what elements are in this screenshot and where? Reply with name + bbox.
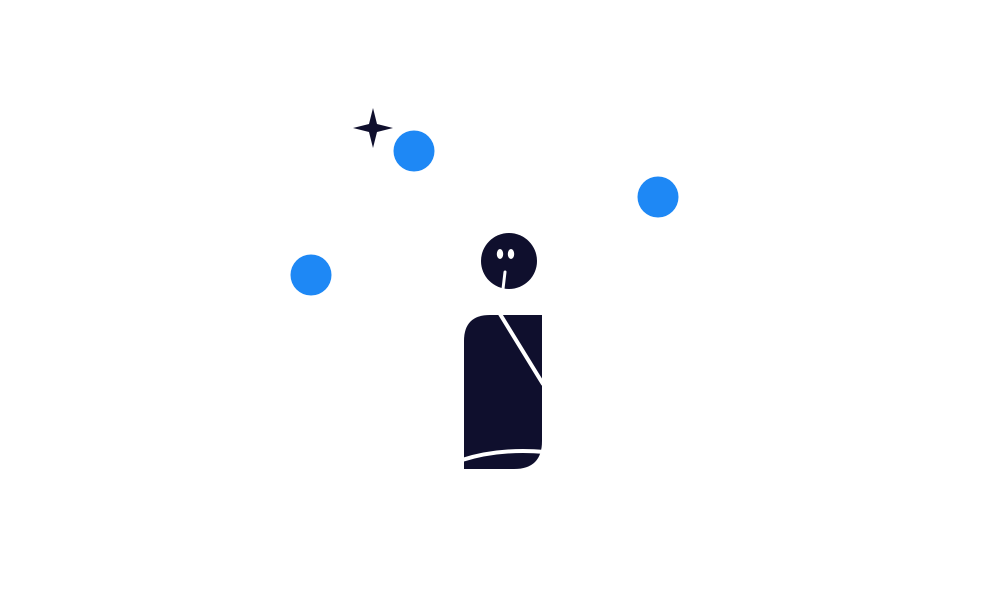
figure-head [481,233,537,291]
body-hem-line [460,449,547,462]
head-circle [481,233,537,289]
accent-dot-right [637,176,679,218]
accent-dot-top [393,130,435,172]
body-shape [464,315,542,469]
sparkle-icon [353,108,393,148]
figure-body [460,312,547,469]
body-sash-line [498,312,545,386]
right-eye [507,249,515,259]
left-eye [496,249,504,259]
accent-dot-left [290,254,332,296]
neck-line [501,270,507,291]
